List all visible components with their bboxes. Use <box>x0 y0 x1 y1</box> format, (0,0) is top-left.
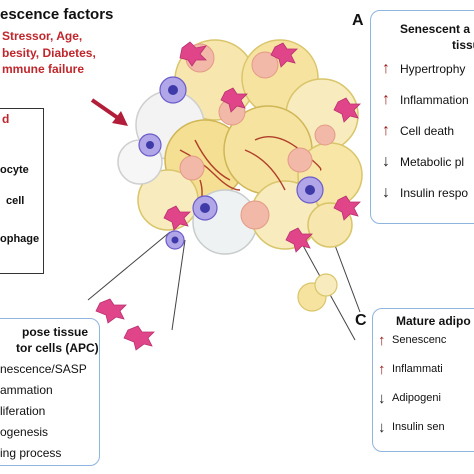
up-arrow-icon: ↑ <box>382 60 390 77</box>
senescent-cell <box>240 200 270 230</box>
senescence-factor-line: besity, Diabetes, <box>2 46 96 60</box>
panel-c-box <box>372 308 474 452</box>
panel-b-item: ing process <box>0 446 62 460</box>
panel-a-letter: A <box>352 12 364 29</box>
panel-c-item: Senescenc <box>392 334 447 346</box>
stellate-cell <box>285 227 313 253</box>
stellate-cell <box>163 205 191 231</box>
panel-b-item: ogenesis <box>0 425 49 439</box>
panel-a-box <box>370 10 474 224</box>
senescent-cell <box>179 155 205 181</box>
down-arrow-icon: ↓ <box>382 184 390 201</box>
up-arrow-icon: ↑ <box>382 122 390 139</box>
down-arrow-icon: ↓ <box>378 419 386 436</box>
panel-c-item: Adipogeni <box>392 392 441 404</box>
senescent-cell <box>251 51 279 79</box>
stellate-cell <box>95 298 127 324</box>
panel-b-box <box>0 318 100 466</box>
stellate-cell <box>333 97 361 123</box>
up-arrow-icon: ↑ <box>378 332 386 349</box>
legend-item-cell: cell <box>6 195 25 207</box>
panel-a-title-2: tissue <box>452 38 474 52</box>
panel-a-item: Insulin respo <box>400 186 469 200</box>
senescence-arrow <box>90 98 120 120</box>
senescence-factor-line: Stressor, Age, <box>2 29 83 43</box>
panel-a-item: Metabolic pl <box>400 155 465 169</box>
senescent-cell <box>287 147 313 173</box>
up-arrow-icon: ↑ <box>382 91 390 108</box>
senescence-factors-title: escence factors <box>0 6 114 23</box>
stellate-cell <box>220 87 248 113</box>
down-arrow-icon: ↓ <box>382 153 390 170</box>
stellate-cell <box>270 42 298 68</box>
stellate-cell <box>333 195 361 221</box>
panel-b-item: ammation <box>0 383 53 397</box>
up-arrow-icon: ↑ <box>378 361 386 378</box>
senescent-cell <box>314 124 336 146</box>
panel-a-item: Hypertrophy <box>400 62 466 76</box>
mature-adipocyte <box>314 273 338 297</box>
panel-a-item: Inflammation <box>400 93 469 107</box>
stellate-cell <box>179 41 207 67</box>
panel-c-title: Mature adipo <box>396 314 471 328</box>
panel-b-title-2: tor cells (APC) <box>16 341 99 355</box>
legend-item-adipocyte: ocyte <box>0 164 29 176</box>
panel-b-title: pose tissue <box>22 325 89 339</box>
legend-box <box>0 108 44 274</box>
panel-a-title: Senescent a <box>400 22 471 36</box>
panel-c-letter: C <box>355 312 367 329</box>
connector-line-b-left <box>87 231 171 301</box>
panel-b-item: liferation <box>0 404 46 418</box>
panel-c-item: Inflammati <box>392 363 443 375</box>
stellate-cell <box>123 325 155 351</box>
panel-b-item: nescence/SASP <box>0 362 87 376</box>
senescence-factor-line: mmune failure <box>2 62 85 76</box>
legend-item-macrophage: ophage <box>0 233 40 245</box>
stellate-cells <box>95 41 361 351</box>
panel-c-item: Insulin sen <box>392 421 445 433</box>
legend-title: d <box>2 112 10 126</box>
down-arrow-icon: ↓ <box>378 390 386 407</box>
panel-a-item: Cell death <box>400 124 455 138</box>
adipocyte <box>307 202 353 248</box>
macrophage-nuclei <box>146 85 315 244</box>
connector-line-b-right <box>171 239 186 331</box>
senescence-arrow-head <box>112 111 128 126</box>
